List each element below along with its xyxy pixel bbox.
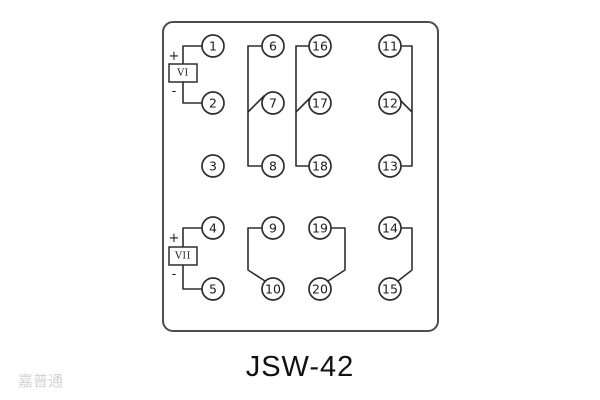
terminal-number: 12 xyxy=(382,96,398,111)
terminal-16: 16 xyxy=(308,34,332,58)
coil-wire xyxy=(182,227,203,248)
terminal-11: 11 xyxy=(378,34,402,58)
contact-group-9-10 xyxy=(247,227,266,282)
terminal-number: 11 xyxy=(382,39,398,54)
terminal-number: 3 xyxy=(209,159,217,174)
contact-rail xyxy=(247,227,263,270)
terminal-20: 20 xyxy=(308,277,332,301)
terminal-number: 2 xyxy=(209,96,217,111)
terminal-7: 7 xyxy=(261,91,285,115)
panel-border xyxy=(162,21,439,332)
terminal-number: 14 xyxy=(382,221,398,236)
terminal-1: 1 xyxy=(201,34,225,58)
terminal-4: 4 xyxy=(201,216,225,240)
contact-group-6-7-8 xyxy=(247,45,265,167)
contact-blade xyxy=(247,95,265,113)
terminal-number: 8 xyxy=(269,159,277,174)
terminal-number: 7 xyxy=(269,96,277,111)
terminal-8: 8 xyxy=(261,154,285,178)
coil-label: VII xyxy=(174,251,191,262)
coil-label: VI xyxy=(176,68,189,79)
terminal-number: 1 xyxy=(209,39,217,54)
terminal-number: 9 xyxy=(269,221,277,236)
contact-group-14-15 xyxy=(397,227,413,282)
contact-rail xyxy=(400,45,413,167)
terminal-number: 15 xyxy=(382,282,398,297)
terminal-9: 9 xyxy=(261,216,285,240)
contact-rail xyxy=(247,45,263,167)
terminal-number: 17 xyxy=(312,96,328,111)
contact-group-19-20 xyxy=(327,227,346,282)
terminal-number: 6 xyxy=(269,39,277,54)
contact-blade xyxy=(327,269,346,282)
coil-wire xyxy=(182,45,203,65)
terminal-19: 19 xyxy=(308,216,332,240)
contact-blade xyxy=(247,269,266,282)
terminal-17: 17 xyxy=(308,91,332,115)
terminal-number: 13 xyxy=(382,159,398,174)
polarity-minus: - xyxy=(172,84,177,99)
terminal-10: 10 xyxy=(261,277,285,301)
coil-block-v2: VII + - xyxy=(168,227,203,290)
terminal-number: 19 xyxy=(312,221,328,236)
terminal-number: 4 xyxy=(209,221,217,236)
terminal-18: 18 xyxy=(308,154,332,178)
terminal-2: 2 xyxy=(201,91,225,115)
coil-block-v1: VI + - xyxy=(168,45,203,104)
watermark-text: 嘉普通 xyxy=(18,372,63,390)
terminal-15: 15 xyxy=(378,277,402,301)
terminal-6: 6 xyxy=(261,34,285,58)
terminal-5: 5 xyxy=(201,277,225,301)
terminal-13: 13 xyxy=(378,154,402,178)
terminal-14: 14 xyxy=(378,216,402,240)
contact-rail xyxy=(400,227,413,270)
terminal-number: 18 xyxy=(312,159,328,174)
polarity-plus: + xyxy=(169,231,180,246)
terminal-3: 3 xyxy=(201,154,225,178)
terminal-number: 5 xyxy=(209,282,217,297)
terminal-number: 20 xyxy=(312,282,328,297)
contact-blade xyxy=(397,269,413,282)
model-title: JSW-42 xyxy=(246,351,355,383)
polarity-minus: - xyxy=(172,267,177,282)
contact-rail xyxy=(330,227,346,270)
contact-rail xyxy=(295,45,310,167)
coil-wire xyxy=(182,264,203,290)
coil-wire xyxy=(182,81,203,104)
polarity-plus: + xyxy=(169,49,180,64)
terminal-12: 12 xyxy=(378,91,402,115)
terminal-number: 10 xyxy=(265,282,281,297)
terminal-number: 16 xyxy=(312,39,328,54)
